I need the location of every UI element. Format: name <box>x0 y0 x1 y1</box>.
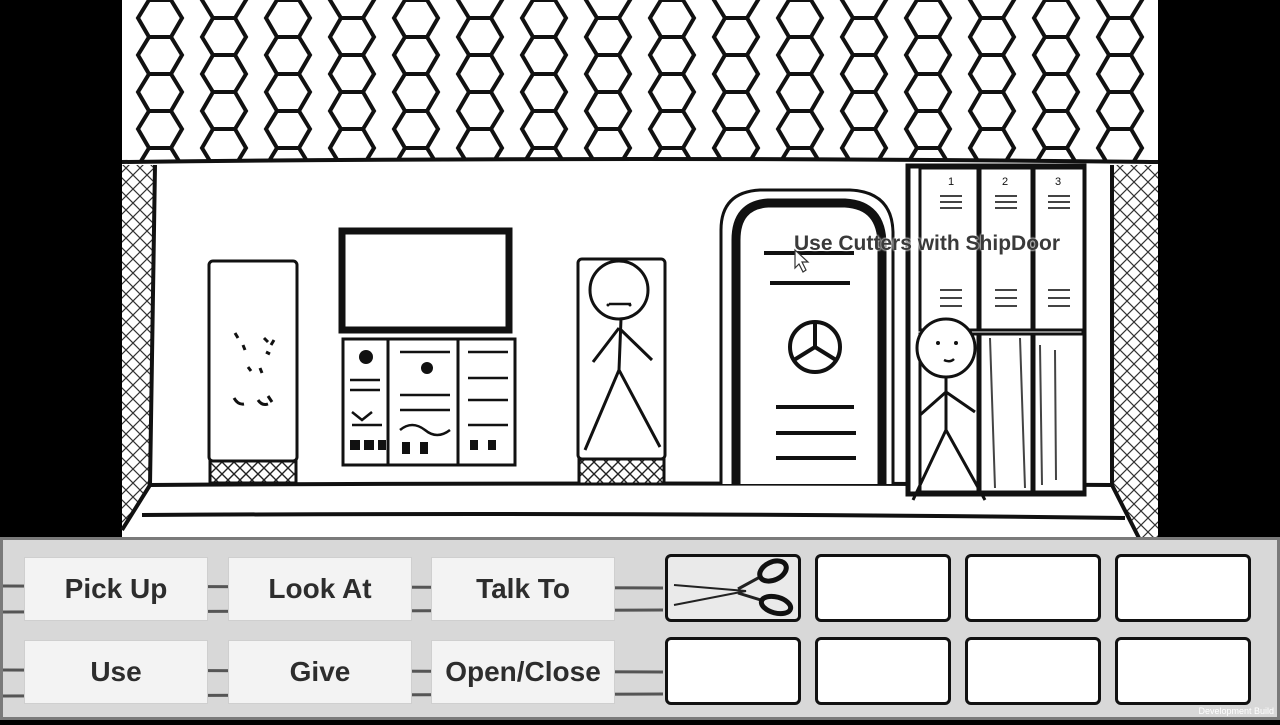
inventory-slot-3[interactable] <box>965 554 1101 622</box>
inventory-slot-1[interactable] <box>665 554 801 622</box>
verb-pick-up-button[interactable]: Pick Up <box>24 557 208 621</box>
inventory-slot-4[interactable] <box>1115 554 1251 622</box>
player-character[interactable] <box>911 317 987 501</box>
wire-cutters-icon <box>673 558 794 617</box>
inventory-slot-2[interactable] <box>815 554 951 622</box>
verb-talk-to-button[interactable]: Talk To <box>431 557 615 621</box>
development-build-label: Development Build <box>1198 706 1274 716</box>
locker-number-2: 2 <box>1002 176 1009 188</box>
inventory-slot-7[interactable] <box>965 637 1101 705</box>
inventory-slot-8[interactable] <box>1115 637 1251 705</box>
panel-background: Pick Up Look At Talk To Use Give Open/Cl… <box>3 540 1277 717</box>
verb-inventory-panel: Pick Up Look At Talk To Use Give Open/Cl… <box>0 537 1280 720</box>
stasis-pod-empty[interactable] <box>207 259 299 485</box>
verb-open-close-button[interactable]: Open/Close <box>431 640 615 704</box>
inventory-slot-6[interactable] <box>815 637 951 705</box>
ship-door[interactable] <box>719 188 895 484</box>
verb-give-button[interactable]: Give <box>228 640 412 704</box>
locker-number-3: 3 <box>1055 176 1062 188</box>
verb-look-at-button[interactable]: Look At <box>228 557 412 621</box>
locker-number-1: 1 <box>948 176 955 188</box>
control-console[interactable] <box>338 227 517 467</box>
stasis-pod-occupied[interactable] <box>576 257 667 486</box>
ship-wheel-icon <box>788 320 842 374</box>
action-sentence: Use Cutters with ShipDoor <box>794 232 1061 255</box>
locker-bank[interactable] <box>905 163 1087 497</box>
verb-use-button[interactable]: Use <box>24 640 208 704</box>
arrow-cursor-icon <box>794 248 810 273</box>
inventory-slot-5[interactable] <box>665 637 801 705</box>
